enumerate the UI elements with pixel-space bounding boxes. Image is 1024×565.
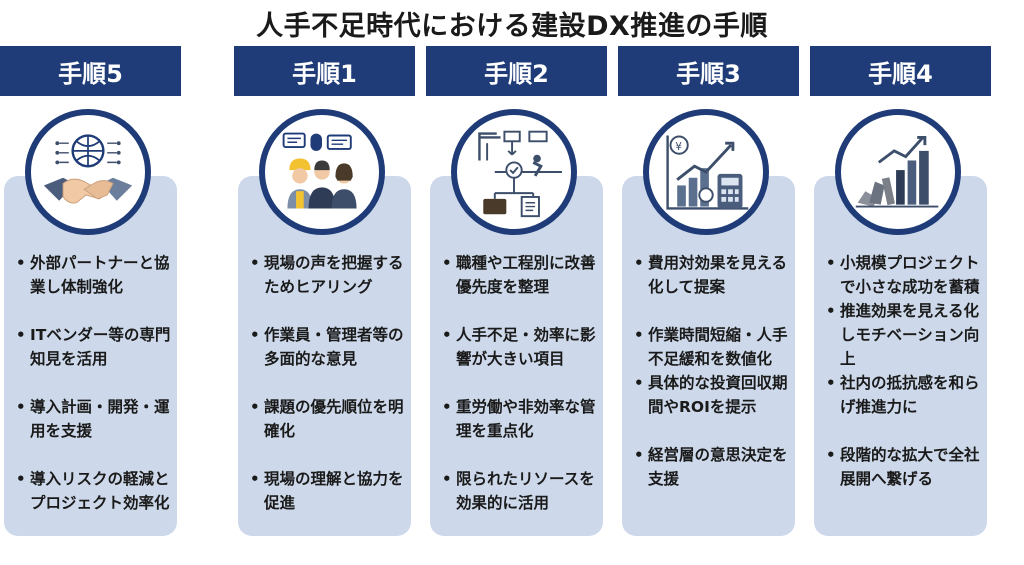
workflow-priority-icon bbox=[451, 109, 577, 235]
step-column-2: 手順2 職種や工程別に改善優先度を整理 人手不足・効率に影響が大きい項目 重労働… bbox=[426, 46, 607, 558]
list-item: 重労働や非効率な管理を重点化 bbox=[442, 395, 600, 443]
step-items-3: 費用対効果を見える化して提案 作業時間短縮・人手不足緩和を数値化 具体的な投資回… bbox=[634, 251, 792, 491]
step-column-5: 手順5 外部パートナーと協業し体制強化 ITベンダー等の専門知見を活用 導入計画… bbox=[0, 46, 181, 558]
list-item: 推進効果を見える化しモチベーション向上 bbox=[826, 299, 984, 371]
step-header-5: 手順5 bbox=[0, 46, 181, 96]
list-item: 段階的な拡大で全社展開へ繋げる bbox=[826, 443, 984, 491]
list-item: 課題の優先順位を明確化 bbox=[250, 395, 408, 443]
list-item: 現場の声を把握するためヒアリング bbox=[250, 251, 408, 299]
step-items-5: 外部パートナーと協業し体制強化 ITベンダー等の専門知見を活用 導入計画・開発・… bbox=[16, 251, 174, 515]
step-header-2: 手順2 bbox=[426, 46, 607, 96]
list-item: 小規模プロジェクトで小さな成功を蓄積 bbox=[826, 251, 984, 299]
list-item: 導入リスクの軽減とプロジェクト効率化 bbox=[16, 467, 174, 515]
svg-text:¥: ¥ bbox=[675, 141, 682, 153]
list-item: 導入計画・開発・運用を支援 bbox=[16, 395, 174, 443]
step-column-1: 手順1 現場の声を把握するためヒアリング 作業員・管理者等の多面的な意見 課題の… bbox=[234, 46, 415, 558]
page-title: 人手不足時代における建設DX推進の手順 bbox=[256, 11, 768, 42]
list-item: 作業時間短縮・人手不足緩和を数値化 bbox=[634, 323, 792, 371]
step-header-3: 手順3 bbox=[618, 46, 799, 96]
list-item: 職種や工程別に改善優先度を整理 bbox=[442, 251, 600, 299]
step-items-1: 現場の声を把握するためヒアリング 作業員・管理者等の多面的な意見 課題の優先順位… bbox=[250, 251, 408, 515]
list-item: 人手不足・効率に影響が大きい項目 bbox=[442, 323, 600, 371]
workers-voices-icon bbox=[259, 109, 385, 235]
step-header-4: 手順4 bbox=[810, 46, 991, 96]
list-item: 費用対効果を見える化して提案 bbox=[634, 251, 792, 299]
step-column-3: 手順3 ¥ 費用対効果を見える化して提案 作業時間短縮・人手不足緩和を数値化 具… bbox=[618, 46, 799, 558]
step-items-4: 小規模プロジェクトで小さな成功を蓄積 推進効果を見える化しモチベーション向上 社… bbox=[826, 251, 984, 491]
list-item: 作業員・管理者等の多面的な意見 bbox=[250, 323, 408, 371]
list-item: ITベンダー等の専門知見を活用 bbox=[16, 323, 174, 371]
cost-effect-icon: ¥ bbox=[643, 109, 769, 235]
list-item: 外部パートナーと協業し体制強化 bbox=[16, 251, 174, 299]
domino-growth-icon bbox=[835, 109, 961, 235]
list-item: 具体的な投資回収期間やROIを提示 bbox=[634, 371, 792, 419]
partner-handshake-icon bbox=[25, 109, 151, 235]
step-column-4: 手順4 小規模プロジェクトで小さな成功を蓄積 推進効果を見える化しモチベーション… bbox=[810, 46, 991, 558]
list-item: 社内の抵抗感を和らげ推進力に bbox=[826, 371, 984, 419]
step-header-1: 手順1 bbox=[234, 46, 415, 96]
list-item: 限られたリソースを効果的に活用 bbox=[442, 467, 600, 515]
list-item: 現場の理解と協力を促進 bbox=[250, 467, 408, 515]
list-item: 経営層の意思決定を支援 bbox=[634, 443, 792, 491]
step-items-2: 職種や工程別に改善優先度を整理 人手不足・効率に影響が大きい項目 重労働や非効率… bbox=[442, 251, 600, 515]
